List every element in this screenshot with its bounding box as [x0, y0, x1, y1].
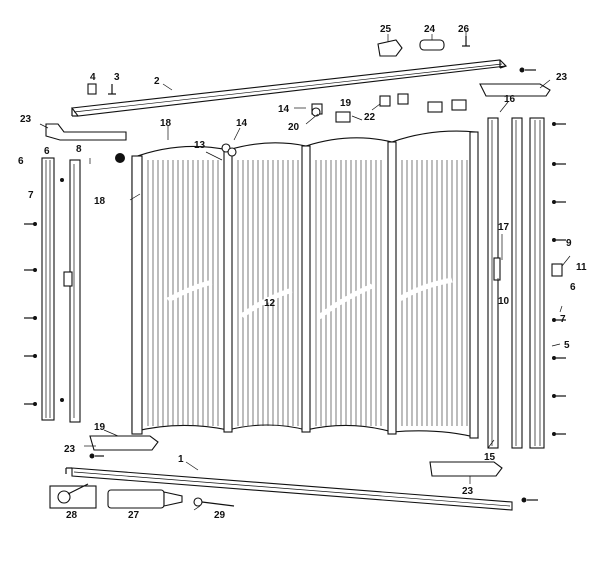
callout-9: 9: [566, 238, 572, 249]
callout-22: 22: [364, 112, 376, 123]
bottom-left-bracket: [89, 435, 159, 451]
callout-25: 25: [380, 24, 392, 35]
callout-18a: 18: [160, 118, 172, 129]
pin-29: [193, 497, 235, 507]
callout-7a: 7: [28, 190, 34, 201]
callout-6b: 6: [44, 146, 50, 157]
callout-6a: 6: [18, 156, 24, 167]
callout-24: 24: [424, 24, 436, 35]
wrench-28: [49, 483, 97, 509]
callout-1: 1: [178, 454, 184, 465]
door-panel: [131, 130, 479, 439]
right-jamb-strip-inner: [511, 117, 523, 449]
callout-23a: 23: [20, 114, 32, 125]
left-jamb-screws: [24, 178, 64, 406]
caps-13-14: [221, 107, 321, 157]
top-carriers: [311, 93, 467, 123]
callout-6c: 6: [570, 282, 576, 293]
pivot-24: [419, 39, 445, 51]
panel-ribs: [147, 160, 468, 426]
screw-26: [462, 36, 470, 47]
callout-20: 20: [288, 122, 300, 133]
top-right-bracket: [479, 83, 551, 97]
callout-23b: 23: [556, 72, 568, 83]
callout-23d: 23: [462, 486, 474, 497]
callout-2: 2: [154, 76, 160, 87]
callout-26: 26: [458, 24, 470, 35]
top-left-bracket: [45, 123, 127, 141]
left-handle-8: [63, 271, 73, 287]
left-jamb-strip: [41, 157, 55, 421]
callout-29: 29: [214, 510, 226, 521]
callout-8: 8: [76, 144, 82, 155]
roller-assembly-25: [377, 39, 403, 57]
callout-19b: 19: [94, 422, 106, 433]
knob-18: [115, 153, 125, 163]
callouts: 1 2 3 4 5 6 6 6 7 7 8 9 10 11 12 13 14 1…: [18, 24, 587, 521]
callout-14b: 14: [278, 104, 290, 115]
callout-14a: 14: [236, 118, 248, 129]
tube-27: [107, 489, 183, 509]
callout-23c: 23: [64, 444, 76, 455]
callout-3: 3: [114, 72, 120, 83]
lead-post: [487, 117, 499, 449]
callout-5: 5: [564, 340, 570, 351]
bottom-right-bracket: [429, 461, 503, 477]
callout-4: 4: [90, 72, 96, 83]
callout-19a: 19: [340, 98, 352, 109]
callout-17: 17: [498, 222, 510, 233]
callout-18b: 18: [94, 196, 106, 207]
callout-28: 28: [66, 510, 78, 521]
bottom-track: [65, 467, 513, 511]
small-screws-3-4: [87, 83, 116, 95]
right-jamb-screws: [89, 67, 566, 503]
callout-15: 15: [484, 452, 496, 463]
callout-16: 16: [504, 94, 516, 105]
callout-27: 27: [128, 510, 140, 521]
callout-10: 10: [498, 296, 510, 307]
callout-11: 11: [576, 262, 587, 273]
callout-7b: 7: [560, 314, 566, 325]
callout-13: 13: [194, 140, 206, 151]
strike-9-11: [551, 263, 563, 277]
left-jamb-channel: [69, 159, 81, 423]
leader-lines: [39, 32, 571, 511]
right-jamb-strip-outer: [529, 117, 545, 449]
latch-10-17: [493, 257, 501, 281]
top-track: [70, 59, 508, 117]
callout-12: 12: [264, 298, 276, 309]
